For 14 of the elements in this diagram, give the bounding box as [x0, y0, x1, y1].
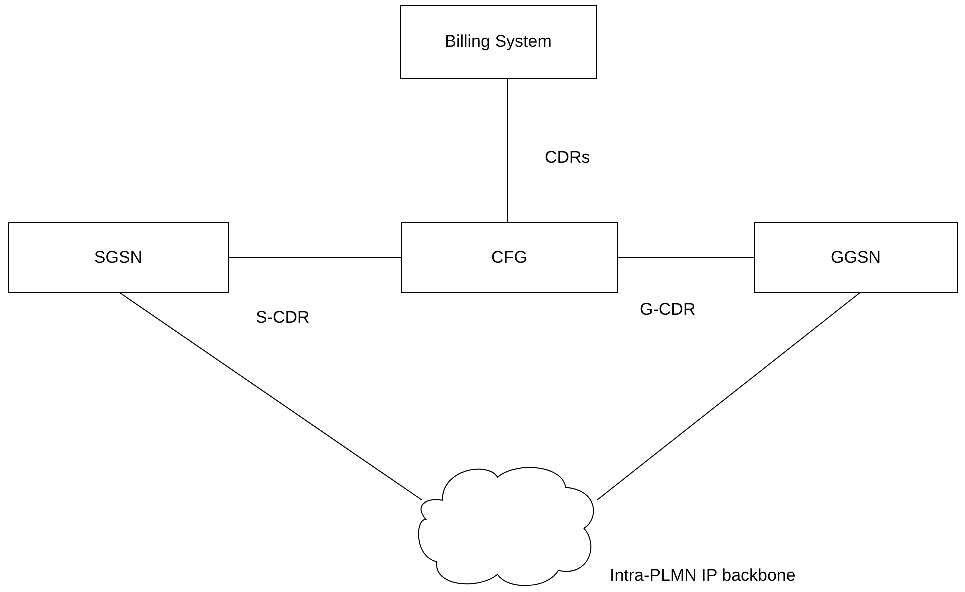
connector-line — [228, 257, 402, 258]
node-label: CFG — [492, 248, 528, 268]
node-label: Intra-PLMN IP backbone — [610, 566, 796, 586]
connector-line — [596, 292, 861, 501]
connector-line — [120, 292, 423, 501]
process-box — [401, 222, 618, 293]
node-label: SGSN — [94, 248, 143, 268]
node-label: GGSN — [830, 248, 882, 268]
connector-line — [618, 257, 754, 258]
process-box — [400, 5, 597, 79]
process-box — [8, 222, 229, 293]
connector-line — [507, 78, 508, 222]
process-box — [754, 222, 958, 293]
node-label: Billing System — [445, 32, 552, 52]
